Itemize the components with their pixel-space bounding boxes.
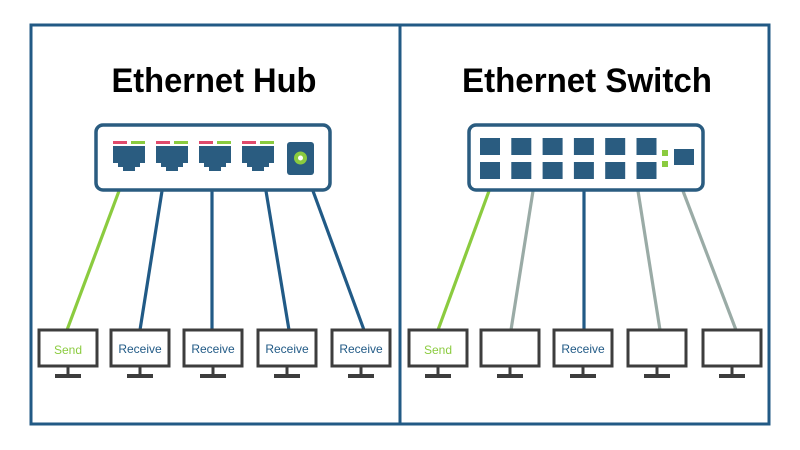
switch-port-icon: [480, 138, 500, 155]
status-led-icon: [662, 161, 668, 167]
receive-cable: [138, 190, 164, 331]
uplink-port-icon: [674, 149, 694, 165]
computer-monitor-icon: Receive: [109, 328, 171, 378]
receive-cable: [311, 190, 366, 331]
switch-cables: [436, 190, 738, 331]
switch-port-icon: [636, 162, 657, 179]
computer-monitor-icon: Receive: [256, 328, 318, 378]
send-label: Send: [54, 343, 82, 357]
hub-device: [94, 123, 332, 192]
switch-port-icon: [636, 138, 657, 155]
computer-monitor-icon: [479, 328, 541, 378]
status-led-icon: [662, 150, 668, 156]
rj45-port-icon: [199, 141, 231, 171]
computer-monitor-icon: [701, 328, 763, 378]
send-label: Send: [424, 343, 452, 357]
computer-monitor-icon: Send: [37, 328, 99, 378]
idle-cable: [509, 190, 535, 331]
hub-title: Ethernet Hub: [112, 62, 317, 100]
computer-monitor-icon: [626, 328, 688, 378]
receive-label: Receive: [561, 342, 605, 356]
computer-monitor-icon: Send: [407, 328, 469, 378]
receive-label: Receive: [265, 342, 309, 356]
receive-label: Receive: [118, 342, 162, 356]
switch-port-icon: [605, 138, 626, 155]
send-cable: [436, 190, 491, 331]
switch-port-icon: [480, 162, 500, 179]
send-cable: [65, 190, 121, 331]
switch-port-icon: [511, 162, 532, 179]
power-port-icon: [287, 142, 314, 175]
rj45-port-icon: [113, 141, 145, 171]
switch-panel-frame: [398, 23, 771, 426]
idle-cable: [681, 190, 738, 331]
receive-label: Receive: [191, 342, 235, 356]
computer-monitor-icon: Receive: [182, 328, 244, 378]
hub-computers: Send Receive Receive Receive Receive: [37, 328, 392, 378]
switch-port-icon: [542, 162, 563, 179]
switch-port-icon: [511, 138, 532, 155]
switch-port-icon: [605, 162, 626, 179]
hub-cables: [65, 190, 366, 331]
computer-monitor-icon: Receive: [330, 328, 392, 378]
switch-port-icon: [542, 138, 563, 155]
rj45-port-icon: [242, 141, 274, 171]
receive-cable: [264, 190, 291, 331]
idle-cable: [636, 190, 662, 331]
switch-device: [467, 123, 705, 192]
rj45-port-icon: [156, 141, 188, 171]
switch-port-icon: [573, 138, 594, 155]
receive-label: Receive: [339, 342, 383, 356]
switch-computers: Send Receive: [407, 328, 763, 378]
switch-port-icon: [573, 162, 594, 179]
computer-monitor-icon: Receive: [552, 328, 614, 378]
switch-title: Ethernet Switch: [462, 62, 712, 100]
